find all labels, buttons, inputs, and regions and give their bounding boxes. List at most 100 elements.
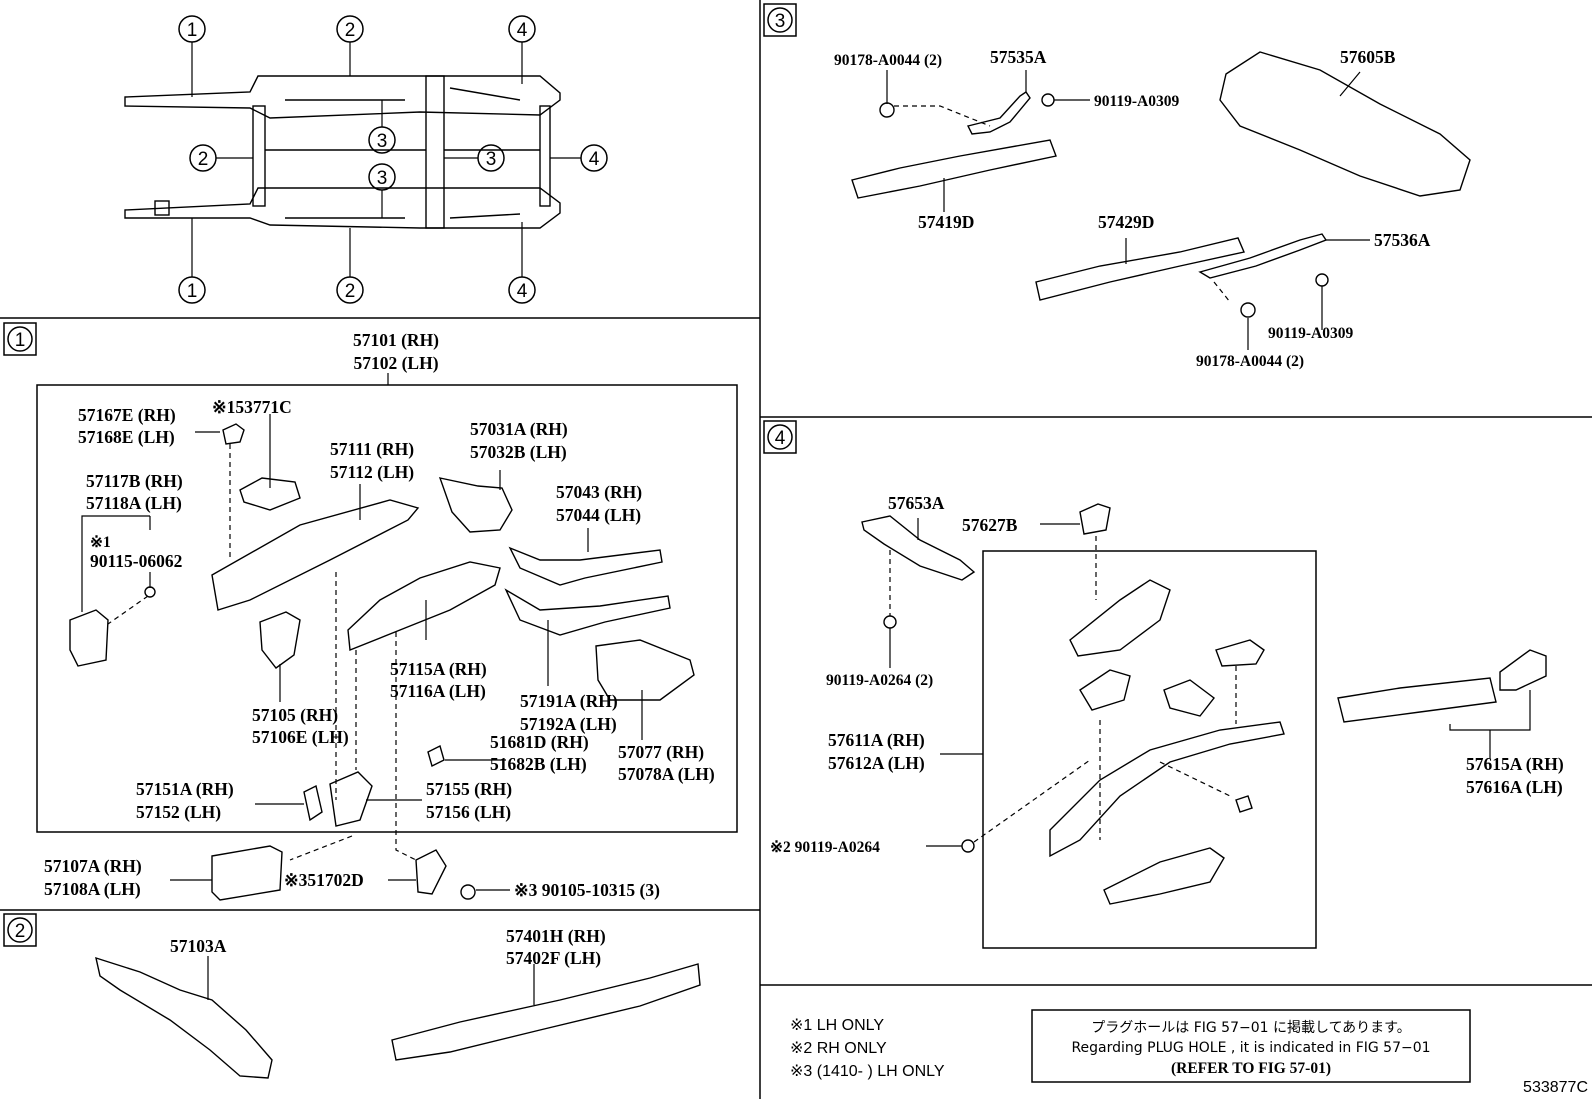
- label-51682b: 51682B (LH): [490, 754, 587, 774]
- info-box-japanese: プラグホールは FIG 57−01 に掲載してあります。: [1091, 1020, 1411, 1036]
- overview-frame: [124, 75, 561, 229]
- part-90105-bolt: [460, 884, 476, 900]
- label-57152: 57152 (LH): [136, 802, 221, 822]
- section-4: 4 57653A 57627B 90119-A0264 (2) 57611A (…: [763, 420, 1564, 949]
- svg-text:3: 3: [377, 131, 388, 152]
- info-box-english: Regarding PLUG HOLE , it is indicated in…: [1071, 1040, 1430, 1056]
- part-57605b: [1219, 51, 1471, 197]
- label-57108a: 57108A (LH): [44, 879, 141, 899]
- part-57117b: [69, 609, 109, 667]
- label-57615a: 57615A (RH): [1466, 754, 1564, 774]
- label-57653a: 57653A: [888, 493, 945, 513]
- part-57111: [211, 499, 420, 611]
- label-57112: 57112 (LH): [330, 462, 414, 482]
- part-90178b-nut: [1240, 302, 1256, 318]
- label-57111: 57111 (RH): [330, 439, 414, 459]
- part-57611a-lower: [1103, 847, 1225, 905]
- part-90119d-bolt: [961, 839, 975, 853]
- section-1: 1 57101 (RH) 57102 (LH): [3, 322, 738, 901]
- section-1-badge: 1: [15, 330, 26, 351]
- part-57031a: [438, 477, 513, 533]
- callout-4-top: 4: [508, 15, 536, 84]
- footnotes: ※1 LH ONLY ※2 RH ONLY ※3 (1410- ) LH ONL…: [790, 1017, 945, 1080]
- callout-4-right: 4: [550, 144, 608, 172]
- section-4-badge-frame: [763, 420, 797, 454]
- label-57117b: 57117B (RH): [86, 471, 183, 491]
- svg-text:2: 2: [198, 149, 209, 170]
- part-57615a-end: [1499, 649, 1547, 691]
- label-57167e: 57167E (RH): [78, 405, 176, 425]
- callout-1-bottom: 1: [178, 218, 206, 304]
- part-90115-bolt: [144, 586, 156, 598]
- part-90119c-bolt: [883, 615, 897, 629]
- svg-text:1: 1: [187, 281, 198, 302]
- label-57102: 57102 (LH): [353, 353, 438, 373]
- label-90119a: 90119-A0309: [1094, 93, 1180, 110]
- label-57401h: 57401H (RH): [506, 926, 606, 946]
- label-57419d: 57419D: [918, 212, 974, 232]
- callout-1-top: 1: [178, 15, 206, 97]
- section-4-group-box: [982, 550, 1317, 949]
- part-57611a-clip: [1235, 795, 1253, 813]
- label-57611a: 57611A (RH): [828, 730, 925, 750]
- label-57616a: 57616A (LH): [1466, 777, 1563, 797]
- part-57167e: [222, 423, 245, 445]
- label-57151a: 57151A (RH): [136, 779, 234, 799]
- label-57044: 57044 (LH): [556, 505, 641, 525]
- callout-2-bottom: 2: [336, 228, 364, 304]
- part-57611a-plate: [1079, 669, 1131, 711]
- part-90178a-nut: [879, 102, 895, 118]
- svg-text:1: 1: [187, 20, 198, 41]
- label-51681d: 51681D (RH): [490, 732, 589, 752]
- label-53771c: ※153771C: [212, 397, 292, 417]
- callout-3-right: 3: [444, 144, 505, 172]
- part-57615a: [1337, 677, 1497, 723]
- part-57105: [259, 611, 301, 669]
- svg-text:3: 3: [486, 149, 497, 170]
- label-57105: 57105 (RH): [252, 705, 338, 725]
- part-90119a-bolt: [1041, 93, 1055, 107]
- note-lh-only: ※1 LH ONLY: [790, 1017, 884, 1034]
- label-57077: 57077 (RH): [618, 742, 704, 762]
- label-57168e: 57168E (LH): [78, 427, 175, 447]
- part-57535a: [966, 91, 1031, 135]
- section-2-badge-frame: [3, 913, 37, 947]
- callout-2-top: 2: [336, 15, 364, 76]
- info-box-frame: [1031, 1009, 1471, 1083]
- part-51702d: [415, 849, 447, 895]
- svg-text:2: 2: [345, 20, 356, 41]
- label-90119c: 90119-A0264 (2): [826, 672, 933, 689]
- part-57155: [329, 771, 373, 827]
- label-90178b: 90178-A0044 (2): [1196, 353, 1304, 370]
- part-51681d: [427, 744, 445, 768]
- label-90105: ※3 90105-10315 (3): [514, 880, 660, 900]
- label-57078a: 57078A (LH): [618, 764, 715, 784]
- callout-2-left: 2: [189, 144, 253, 172]
- label-57101: 57101 (RH): [353, 330, 439, 350]
- section-1-group-box: [36, 384, 738, 833]
- part-57653a: [861, 515, 976, 581]
- section-2-badge: 2: [15, 921, 26, 942]
- callout-3-upper: 3: [368, 100, 396, 154]
- label-57116a: 57116A (LH): [390, 681, 486, 701]
- part-57043: [508, 546, 663, 586]
- label-90178a: 90178-A0044 (2): [834, 52, 942, 69]
- figure-code: 533877C: [1523, 1079, 1588, 1096]
- label-57115a: 57115A (RH): [390, 659, 487, 679]
- section-1-badge-frame: [3, 322, 37, 356]
- label-90119d: ※2 90119-A0264: [770, 839, 880, 856]
- part-57107a: [211, 845, 283, 901]
- label-57191a: 57191A (RH): [520, 691, 618, 711]
- label-57155: 57155 (RH): [426, 779, 512, 799]
- label-57536a: 57536A: [1374, 230, 1431, 250]
- part-57151a: [303, 784, 323, 822]
- label-57192a: 57192A (LH): [520, 714, 617, 734]
- part-57611a-small: [1215, 639, 1265, 667]
- label-57605b: 57605B: [1340, 47, 1396, 67]
- svg-text:2: 2: [345, 281, 356, 302]
- label-note1-mark: ※1: [90, 534, 111, 551]
- label-57627b: 57627B: [962, 515, 1018, 535]
- part-57429d: [1035, 237, 1245, 301]
